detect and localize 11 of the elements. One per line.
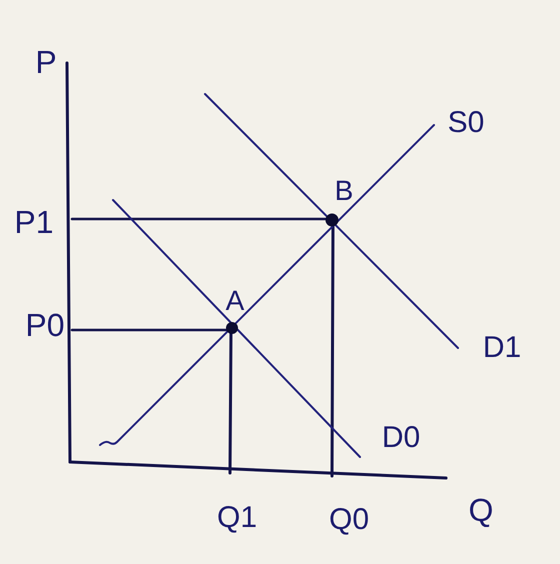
quantity-label: Q0 [328,505,370,535]
price-label: P0 [25,309,65,341]
price-label: P1 [14,206,54,238]
curve-label: D1 [482,333,522,363]
curve-label: S0 [448,108,484,138]
point-label: B [334,177,354,205]
point-label: A [226,287,244,315]
axis-label: Q [468,494,494,526]
quantity-label: Q1 [216,503,258,533]
axis-label: P [35,46,57,78]
curve-label: D0 [382,423,420,453]
